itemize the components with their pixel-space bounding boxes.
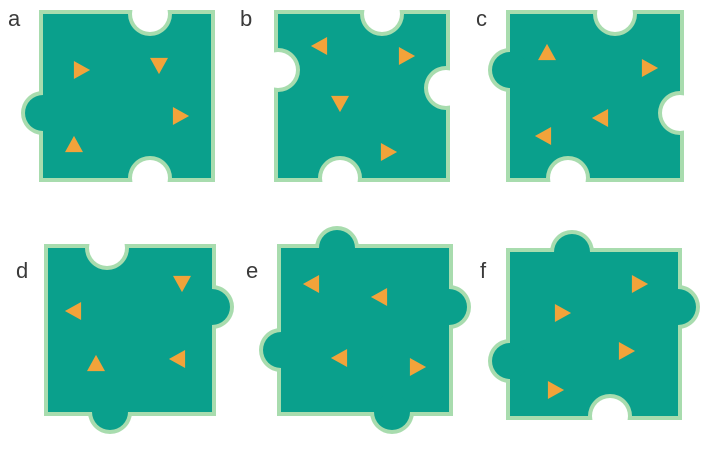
panel-label-f: f [480, 258, 487, 283]
panel-label-e: e [246, 258, 258, 283]
piece-f-body [510, 252, 678, 416]
piece-d-tab-right [194, 289, 230, 325]
piece-f-hole-bottom-opening [587, 420, 633, 440]
piece-c-hole-top-opening [592, 0, 638, 10]
piece-d-body [48, 248, 212, 412]
piece-e-tab-bottom [374, 394, 410, 430]
puzzle-piece-e [259, 226, 471, 434]
piece-b-hole-left-opening [255, 47, 274, 93]
piece-f-tab-top [554, 234, 590, 270]
puzzle-piece-f [488, 230, 700, 440]
piece-a-body [43, 14, 211, 178]
piece-c-hole-right-opening [684, 90, 701, 136]
piece-b-hole-top-opening [359, 0, 405, 10]
panel-label-d: d [16, 258, 28, 283]
piece-b-hole-bottom-opening [317, 182, 363, 202]
piece-c-tab-left [492, 52, 528, 88]
puzzle-piece-b [255, 0, 470, 202]
puzzle-piece-d [44, 225, 234, 434]
piece-a-tab-left [25, 95, 61, 131]
piece-b-body [278, 14, 446, 178]
piece-f-tab-right [660, 289, 696, 325]
piece-a-hole-top-opening [127, 0, 173, 10]
piece-c-hole-bottom-opening [545, 182, 591, 202]
panel-label-a: a [8, 6, 21, 31]
piece-e-tab-right [431, 289, 467, 325]
piece-e-tab-top [319, 230, 355, 266]
piece-e-body [281, 248, 449, 412]
piece-a-hole-bottom-opening [127, 182, 173, 202]
piece-f-tab-left [492, 343, 528, 379]
piece-e-tab-left [263, 332, 299, 368]
panel-label-c: c [476, 6, 487, 31]
panel-label-b: b [240, 6, 252, 31]
piece-c-body [510, 14, 680, 178]
puzzle-piece-a [21, 0, 215, 202]
piece-b-hole-right-opening [450, 65, 470, 111]
puzzle-piece-c [488, 0, 701, 202]
piece-d-tab-bottom [92, 394, 128, 430]
piece-d-hole-top-opening [84, 225, 130, 244]
